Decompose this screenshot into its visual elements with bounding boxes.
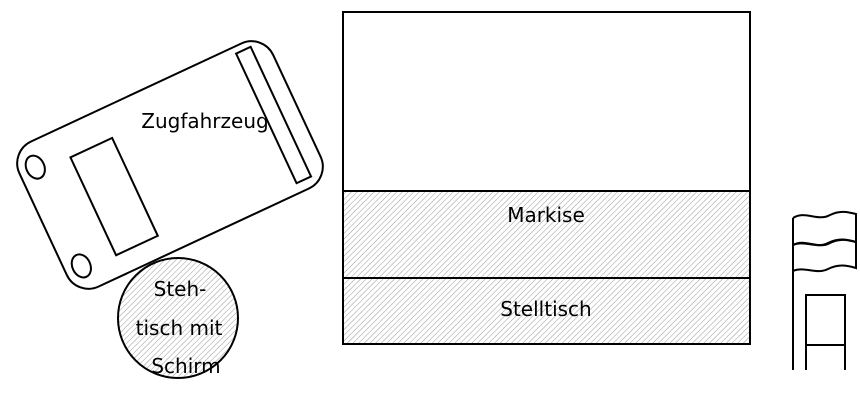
flag-icon [792, 210, 857, 370]
standing-table-label-line2: tisch mit [136, 316, 223, 340]
standing-table-label-line1: Steh- [154, 277, 207, 301]
vehicle-light-bottom [70, 253, 92, 279]
vehicle [16, 40, 324, 290]
awning-area [342, 190, 751, 279]
awning-label: Markise [507, 203, 585, 227]
chair-icon [805, 294, 846, 370]
counter-label: Stelltisch [500, 297, 591, 321]
stand: Markise Stelltisch [342, 11, 751, 345]
stand-area [342, 11, 751, 192]
standing-table-label-line3: Schirm [151, 354, 220, 378]
standing-table-circle [117, 257, 239, 379]
vehicle-window-front [234, 45, 313, 185]
counter-area [342, 277, 751, 345]
vehicle-light-top [24, 154, 46, 180]
standing-table: Steh- tisch mit Schirm [117, 257, 239, 379]
vehicle-body [16, 40, 324, 290]
vehicle-window-rear [69, 136, 160, 257]
vehicle-label: Zugfahrzeug [141, 109, 268, 133]
